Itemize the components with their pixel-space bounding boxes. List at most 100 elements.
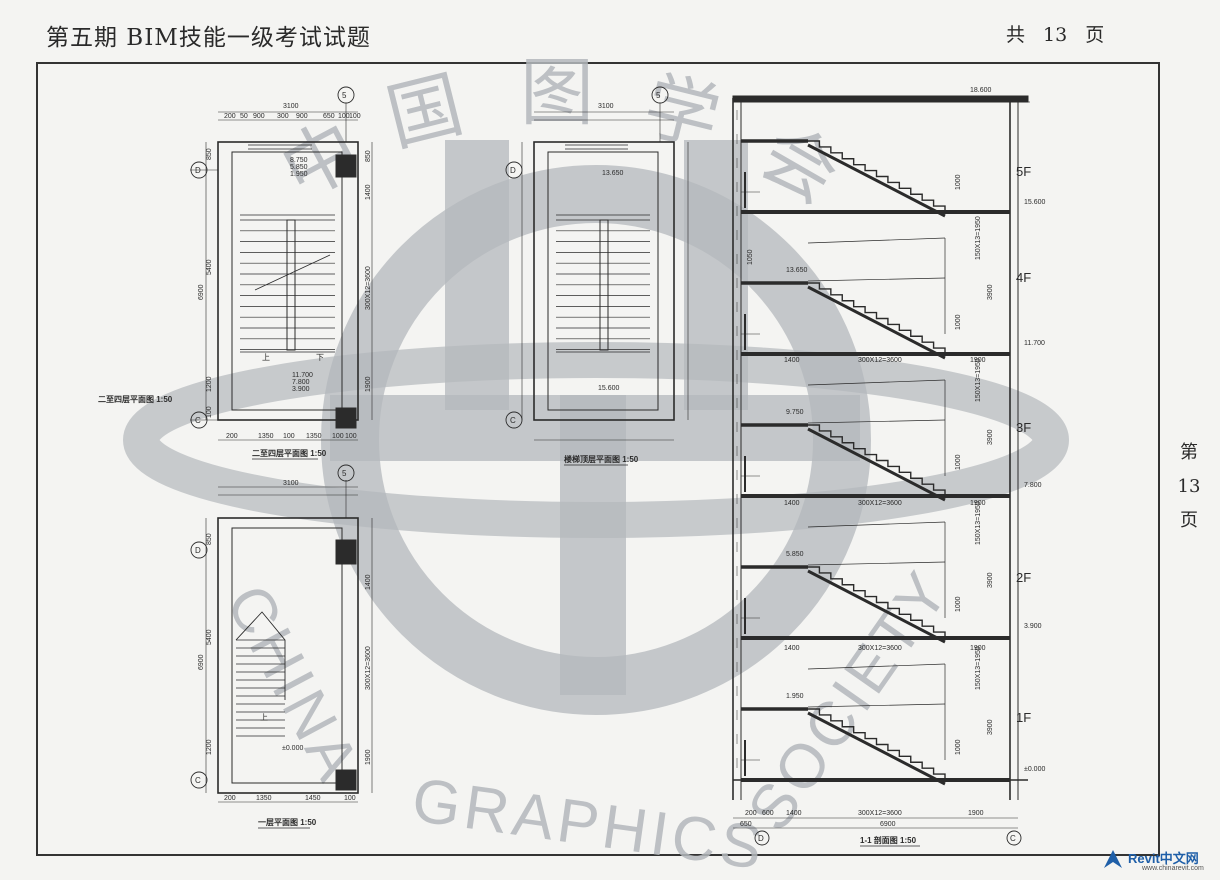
svg-text:300X12=3600: 300X12=3600	[365, 646, 372, 690]
plan-2to4-column-top	[335, 154, 357, 178]
up-label: 上	[262, 353, 270, 362]
drawing-frame	[36, 62, 1160, 856]
svg-text:1400: 1400	[784, 357, 800, 364]
watermark-char-2: 国	[379, 62, 471, 160]
svg-text:300X12=3600: 300X12=3600	[858, 810, 902, 817]
svg-text:100: 100	[338, 113, 350, 120]
svg-text:50: 50	[240, 113, 248, 120]
svg-text:D: D	[510, 166, 516, 175]
side-page-number: 第 13 页	[1177, 442, 1201, 531]
svg-text:15.600: 15.600	[1024, 199, 1046, 206]
grid-bubble-c	[190, 411, 208, 429]
watermark-bar-right	[684, 140, 748, 410]
svg-text:1900: 1900	[970, 357, 986, 364]
grid-bubble-5	[337, 86, 355, 104]
plan-top-title: 楼梯顶层平面图 1:50	[564, 454, 639, 464]
svg-text:150X13=1950: 150X13=1950	[975, 216, 982, 260]
svg-text:1900: 1900	[365, 749, 372, 765]
svg-text:3900: 3900	[987, 572, 994, 588]
svg-text:300X12=3600: 300X12=3600	[858, 500, 902, 507]
logo-name: Revit中文网	[1128, 851, 1199, 866]
svg-text:1350: 1350	[256, 795, 272, 802]
svg-text:±0.000: ±0.000	[1024, 766, 1045, 773]
plan-1-treads	[236, 639, 285, 737]
grid-label-5: 5	[342, 91, 347, 100]
drawing-line	[807, 521, 946, 528]
svg-text:200: 200	[224, 795, 236, 802]
svg-text:D: D	[195, 546, 201, 555]
plan-top-treads	[556, 219, 650, 350]
svg-text:5400: 5400	[206, 259, 213, 275]
svg-text:9.750: 9.750	[786, 409, 804, 416]
drawing-line	[807, 663, 946, 670]
svg-text:1400: 1400	[784, 500, 800, 507]
watermark-en-2: GRAPHICS	[408, 766, 770, 880]
svg-text:5: 5	[342, 469, 347, 478]
grid-label-d: D	[195, 166, 201, 175]
drawing-line	[807, 143, 946, 218]
floor-label-2f: 2F	[1016, 570, 1031, 585]
watermark: 中 国 图 学 会 CHINA GRAPHICS SOCIETY	[123, 51, 1069, 880]
svg-text:6900: 6900	[880, 821, 896, 828]
section-title: 1-1 剖面图 1:50	[860, 835, 917, 845]
svg-text:6900: 6900	[198, 284, 205, 300]
svg-text:1200: 1200	[206, 739, 213, 755]
svg-text:200: 200	[745, 810, 757, 817]
svg-text:5: 5	[656, 91, 661, 100]
svg-text:3900: 3900	[987, 719, 994, 735]
svg-text:850: 850	[365, 150, 372, 162]
plan-2to4-column-bottom	[335, 407, 357, 429]
svg-text:300X12=3600: 300X12=3600	[858, 357, 902, 364]
svg-text:1000: 1000	[955, 596, 962, 612]
section-flights	[736, 110, 1010, 786]
svg-text:1.950: 1.950	[786, 693, 804, 700]
svg-text:3100: 3100	[598, 103, 614, 110]
watermark-bar-left	[445, 140, 509, 410]
svg-text:200: 200	[226, 433, 238, 440]
floor-label-5f: 5F	[1016, 164, 1031, 179]
watermark-bar-v	[560, 395, 626, 695]
svg-text:1000: 1000	[955, 739, 962, 755]
logo-url: www.chinarevit.com	[1142, 865, 1204, 872]
plan-2to4-title: 二至四层平面图 1:50	[252, 449, 327, 458]
plan-top	[505, 86, 689, 441]
svg-text:300X12=3600: 300X12=3600	[858, 645, 902, 652]
plan-2to4-left-label: 二至四层平面图 1:50	[98, 395, 173, 404]
down-label: 下	[316, 353, 324, 362]
drawing-line	[807, 427, 946, 502]
svg-text:5400: 5400	[206, 629, 213, 645]
svg-text:5.850: 5.850	[786, 551, 804, 558]
watermark-char-3: 图	[520, 51, 594, 134]
svg-text:5.850: 5.850	[290, 164, 308, 171]
svg-text:上: 上	[260, 713, 268, 722]
watermark-char-5: 会	[747, 110, 853, 219]
svg-text:150X13=1950: 150X13=1950	[975, 646, 982, 690]
svg-text:3100: 3100	[283, 480, 299, 487]
svg-text:7.800: 7.800	[1024, 482, 1042, 489]
section-roof-slab	[732, 95, 1029, 103]
svg-text:C: C	[510, 416, 516, 425]
drawing-line	[807, 703, 946, 708]
svg-text:1400: 1400	[784, 645, 800, 652]
floor-label-3f: 3F	[1016, 420, 1031, 435]
svg-text:100: 100	[345, 433, 357, 440]
section-1-1	[732, 95, 1030, 846]
stair-flight-down	[808, 424, 957, 497]
svg-text:1000: 1000	[955, 454, 962, 470]
svg-text:3.900: 3.900	[1024, 623, 1042, 630]
section-labels: 18.600 5F 4F 3F 2F 1F 15.600 11.700 7.80…	[740, 87, 1046, 845]
svg-text:18.600: 18.600	[970, 87, 992, 94]
svg-text:150X13=1950: 150X13=1950	[975, 501, 982, 545]
svg-text:1400: 1400	[786, 810, 802, 817]
plan-1	[190, 464, 373, 803]
stair-flight-down	[808, 708, 957, 781]
svg-text:1900: 1900	[970, 645, 986, 652]
svg-text:100: 100	[344, 795, 356, 802]
svg-text:3.900: 3.900	[292, 386, 310, 393]
svg-text:900: 900	[296, 113, 308, 120]
grid-bubble-d	[190, 161, 208, 179]
svg-text:C: C	[1010, 834, 1016, 843]
svg-text:1350: 1350	[306, 433, 322, 440]
